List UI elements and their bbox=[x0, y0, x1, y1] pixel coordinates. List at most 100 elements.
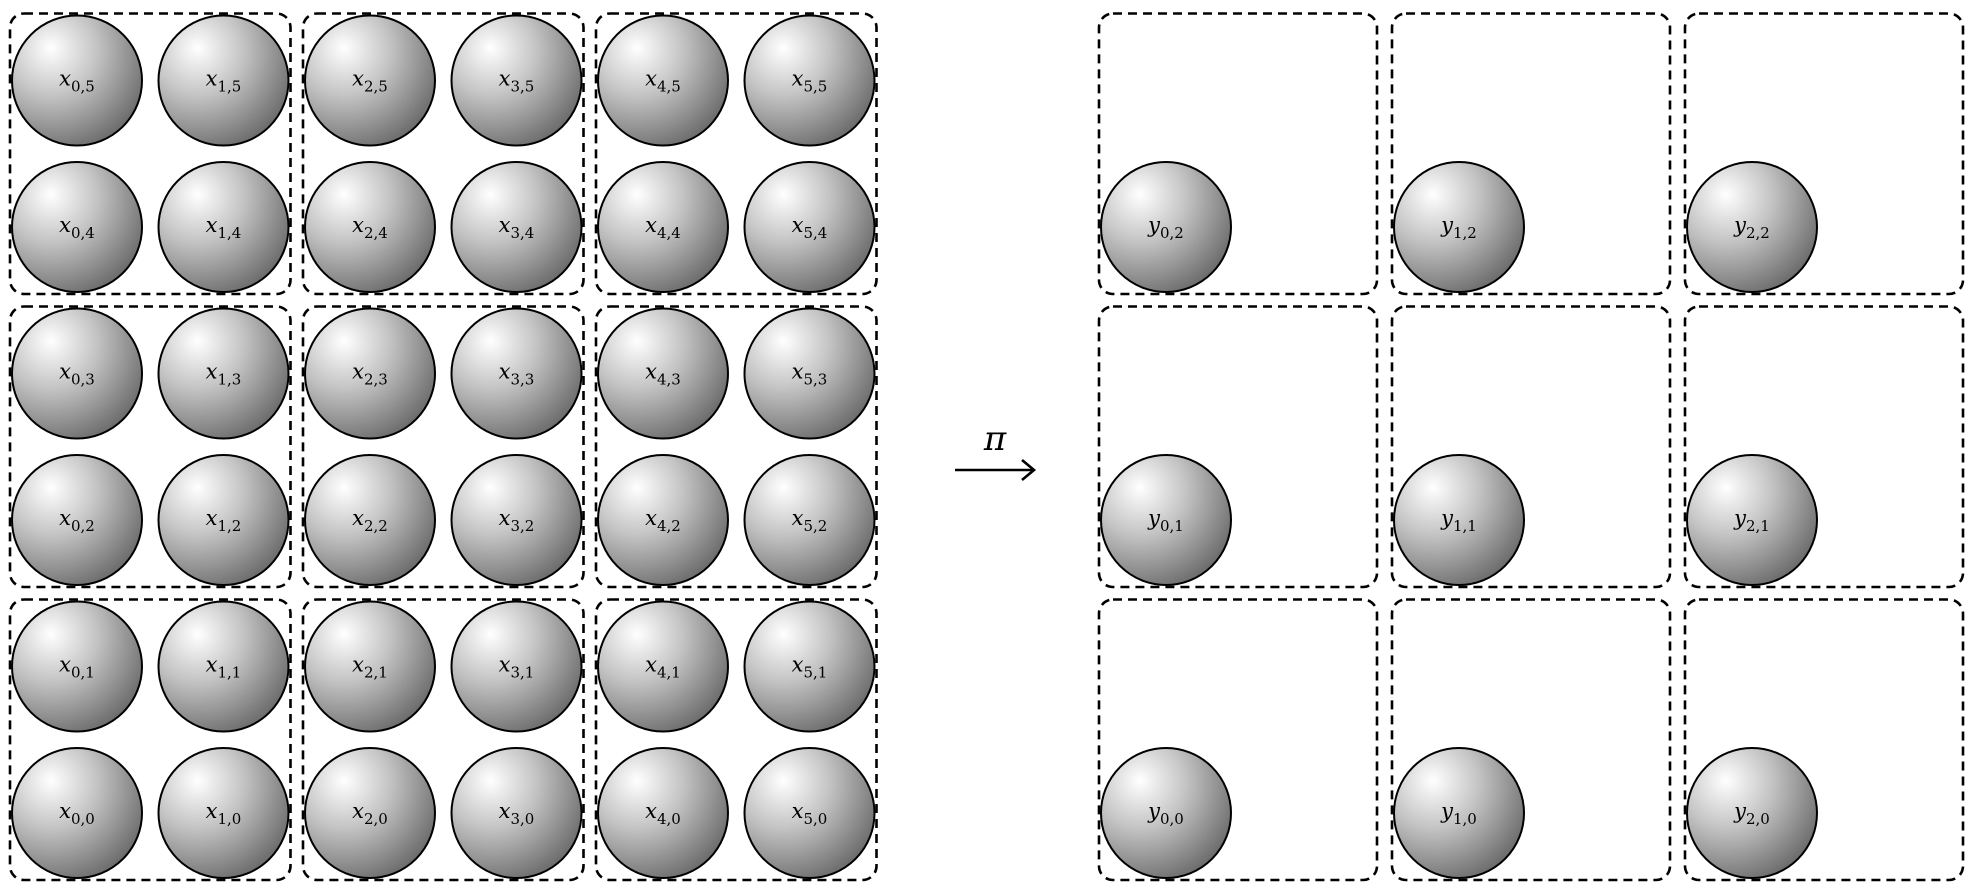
ball-y-2-1-subscript: 2,1 bbox=[1746, 517, 1770, 535]
ball-x-5-2-subscript: 5,2 bbox=[803, 517, 827, 535]
source-block-1-0 bbox=[301, 598, 585, 882]
ball-x-2-3-label: x2,3 bbox=[352, 360, 388, 389]
ball-x-2-2-subscript: 2,2 bbox=[364, 517, 388, 535]
ball-x-1-1 bbox=[157, 600, 290, 733]
ball-x-0-3-subscript: 0,3 bbox=[71, 371, 95, 389]
ball-x-1-0-subscript: 1,0 bbox=[217, 810, 241, 828]
ball-x-3-2-variable: x bbox=[499, 506, 511, 530]
ball-x-2-2-variable: x bbox=[352, 506, 364, 530]
ball-y-2-0-subscript: 2,0 bbox=[1746, 810, 1770, 828]
ball-x-0-1-variable: x bbox=[59, 653, 71, 677]
ball-x-0-1-subscript: 0,1 bbox=[71, 664, 95, 682]
ball-y-1-2-label: y1,2 bbox=[1440, 213, 1477, 242]
ball-x-5-0-subscript: 5,0 bbox=[803, 810, 827, 828]
ball-x-0-3-label: x0,3 bbox=[59, 360, 95, 389]
ball-x-0-1-label: x0,1 bbox=[59, 653, 95, 682]
ball-y-1-2-subscript: 1,2 bbox=[1453, 224, 1477, 242]
ball-x-4-5-variable: x bbox=[645, 67, 657, 91]
ball-x-2-2-label: x2,2 bbox=[352, 506, 388, 535]
ball-x-3-2 bbox=[450, 454, 583, 586]
ball-x-0-0 bbox=[11, 747, 143, 879]
ball-y-0-1-label: y0,1 bbox=[1147, 506, 1184, 535]
ball-x-0-2-label: x0,2 bbox=[59, 506, 95, 535]
ball-x-0-3 bbox=[11, 307, 143, 440]
ball-y-1-1-variable: y bbox=[1440, 506, 1454, 530]
ball-x-5-2 bbox=[743, 454, 876, 586]
ball-x-3-5-variable: x bbox=[499, 67, 511, 91]
ball-x-3-4-variable: x bbox=[499, 213, 511, 237]
ball-x-0-0-subscript: 0,0 bbox=[71, 810, 95, 828]
ball-x-1-4-label: x1,4 bbox=[206, 213, 242, 242]
ball-y-0-2 bbox=[1100, 161, 1232, 293]
ball-x-2-4-subscript: 2,4 bbox=[364, 224, 388, 242]
ball-x-0-5-label: x0,5 bbox=[59, 67, 95, 96]
ball-y-0-2-variable: y bbox=[1147, 213, 1161, 237]
ball-x-1-3-variable: x bbox=[206, 360, 218, 384]
ball-x-2-1 bbox=[304, 600, 436, 733]
ball-x-0-5 bbox=[11, 14, 143, 147]
ball-x-1-1-variable: x bbox=[206, 653, 218, 677]
ball-y-1-0-variable: y bbox=[1440, 799, 1454, 823]
map-arrow-head bbox=[1021, 459, 1037, 481]
ball-x-1-3-label: x1,3 bbox=[206, 360, 242, 389]
ball-x-2-0-label: x2,0 bbox=[352, 799, 388, 828]
ball-x-0-4-variable: x bbox=[59, 213, 71, 237]
ball-x-4-1-label: x4,1 bbox=[645, 653, 681, 682]
ball-x-1-4-variable: x bbox=[206, 213, 218, 237]
ball-x-0-2-subscript: 0,2 bbox=[71, 517, 95, 535]
ball-x-1-3-subscript: 1,3 bbox=[217, 371, 241, 389]
projection-map: π bbox=[955, 419, 1037, 481]
ball-y-2-2-label: y2,2 bbox=[1733, 213, 1770, 242]
ball-x-4-2 bbox=[597, 454, 729, 586]
ball-x-1-5-label: x1,5 bbox=[206, 67, 242, 96]
ball-x-4-3-subscript: 4,3 bbox=[657, 371, 681, 389]
ball-y-1-1-label: y1,1 bbox=[1440, 506, 1477, 535]
ball-x-3-1 bbox=[450, 600, 583, 733]
ball-x-4-0-variable: x bbox=[645, 799, 657, 823]
ball-y-0-0 bbox=[1100, 747, 1232, 879]
ball-y-0-0-label: y0,0 bbox=[1147, 799, 1184, 828]
ball-y-2-2 bbox=[1686, 161, 1818, 293]
ball-x-1-0-label: x1,0 bbox=[206, 799, 242, 828]
ball-x-4-5-label: x4,5 bbox=[645, 67, 681, 96]
target-block-0-0 bbox=[1097, 598, 1379, 882]
ball-x-1-0 bbox=[157, 747, 290, 879]
ball-x-5-1 bbox=[743, 600, 876, 733]
source-block-0-2 bbox=[8, 12, 292, 296]
ball-x-3-1-subscript: 3,1 bbox=[510, 664, 534, 682]
ball-y-2-0 bbox=[1686, 747, 1818, 879]
ball-x-5-1-label: x5,1 bbox=[792, 653, 828, 682]
source-block-2-0 bbox=[594, 598, 878, 882]
ball-x-5-0-label: x5,0 bbox=[792, 799, 828, 828]
ball-x-0-0-variable: x bbox=[59, 799, 71, 823]
target-block-2-2 bbox=[1683, 12, 1965, 296]
ball-x-4-4-label: x4,4 bbox=[645, 213, 681, 242]
ball-x-1-4-subscript: 1,4 bbox=[217, 224, 241, 242]
target-block-2-0 bbox=[1683, 598, 1965, 882]
ball-x-2-0 bbox=[304, 747, 436, 879]
ball-x-0-1 bbox=[11, 600, 143, 733]
ball-y-1-0-subscript: 1,0 bbox=[1453, 810, 1477, 828]
ball-x-4-2-label: x4,2 bbox=[645, 506, 681, 535]
ball-x-2-5 bbox=[304, 14, 436, 147]
ball-x-2-5-label: x2,5 bbox=[352, 67, 388, 96]
ball-x-4-3-variable: x bbox=[645, 360, 657, 384]
ball-x-4-0 bbox=[597, 747, 729, 879]
ball-x-0-2-variable: x bbox=[59, 506, 71, 530]
ball-y-1-0 bbox=[1393, 747, 1525, 879]
ball-x-0-4-subscript: 0,4 bbox=[71, 224, 95, 242]
ball-x-2-4-variable: x bbox=[352, 213, 364, 237]
ball-x-0-2 bbox=[11, 454, 143, 586]
ball-x-4-4-subscript: 4,4 bbox=[657, 224, 681, 242]
ball-x-3-3-subscript: 3,3 bbox=[510, 371, 534, 389]
ball-x-5-5 bbox=[743, 14, 876, 147]
ball-x-3-0-label: x3,0 bbox=[499, 799, 535, 828]
ball-x-4-1 bbox=[597, 600, 729, 733]
source-block-1-1 bbox=[301, 305, 585, 589]
ball-x-5-5-subscript: 5,5 bbox=[803, 78, 827, 96]
ball-x-1-2-variable: x bbox=[206, 506, 218, 530]
ball-y-2-0-variable: y bbox=[1733, 799, 1747, 823]
source-block-boxes bbox=[8, 12, 878, 882]
